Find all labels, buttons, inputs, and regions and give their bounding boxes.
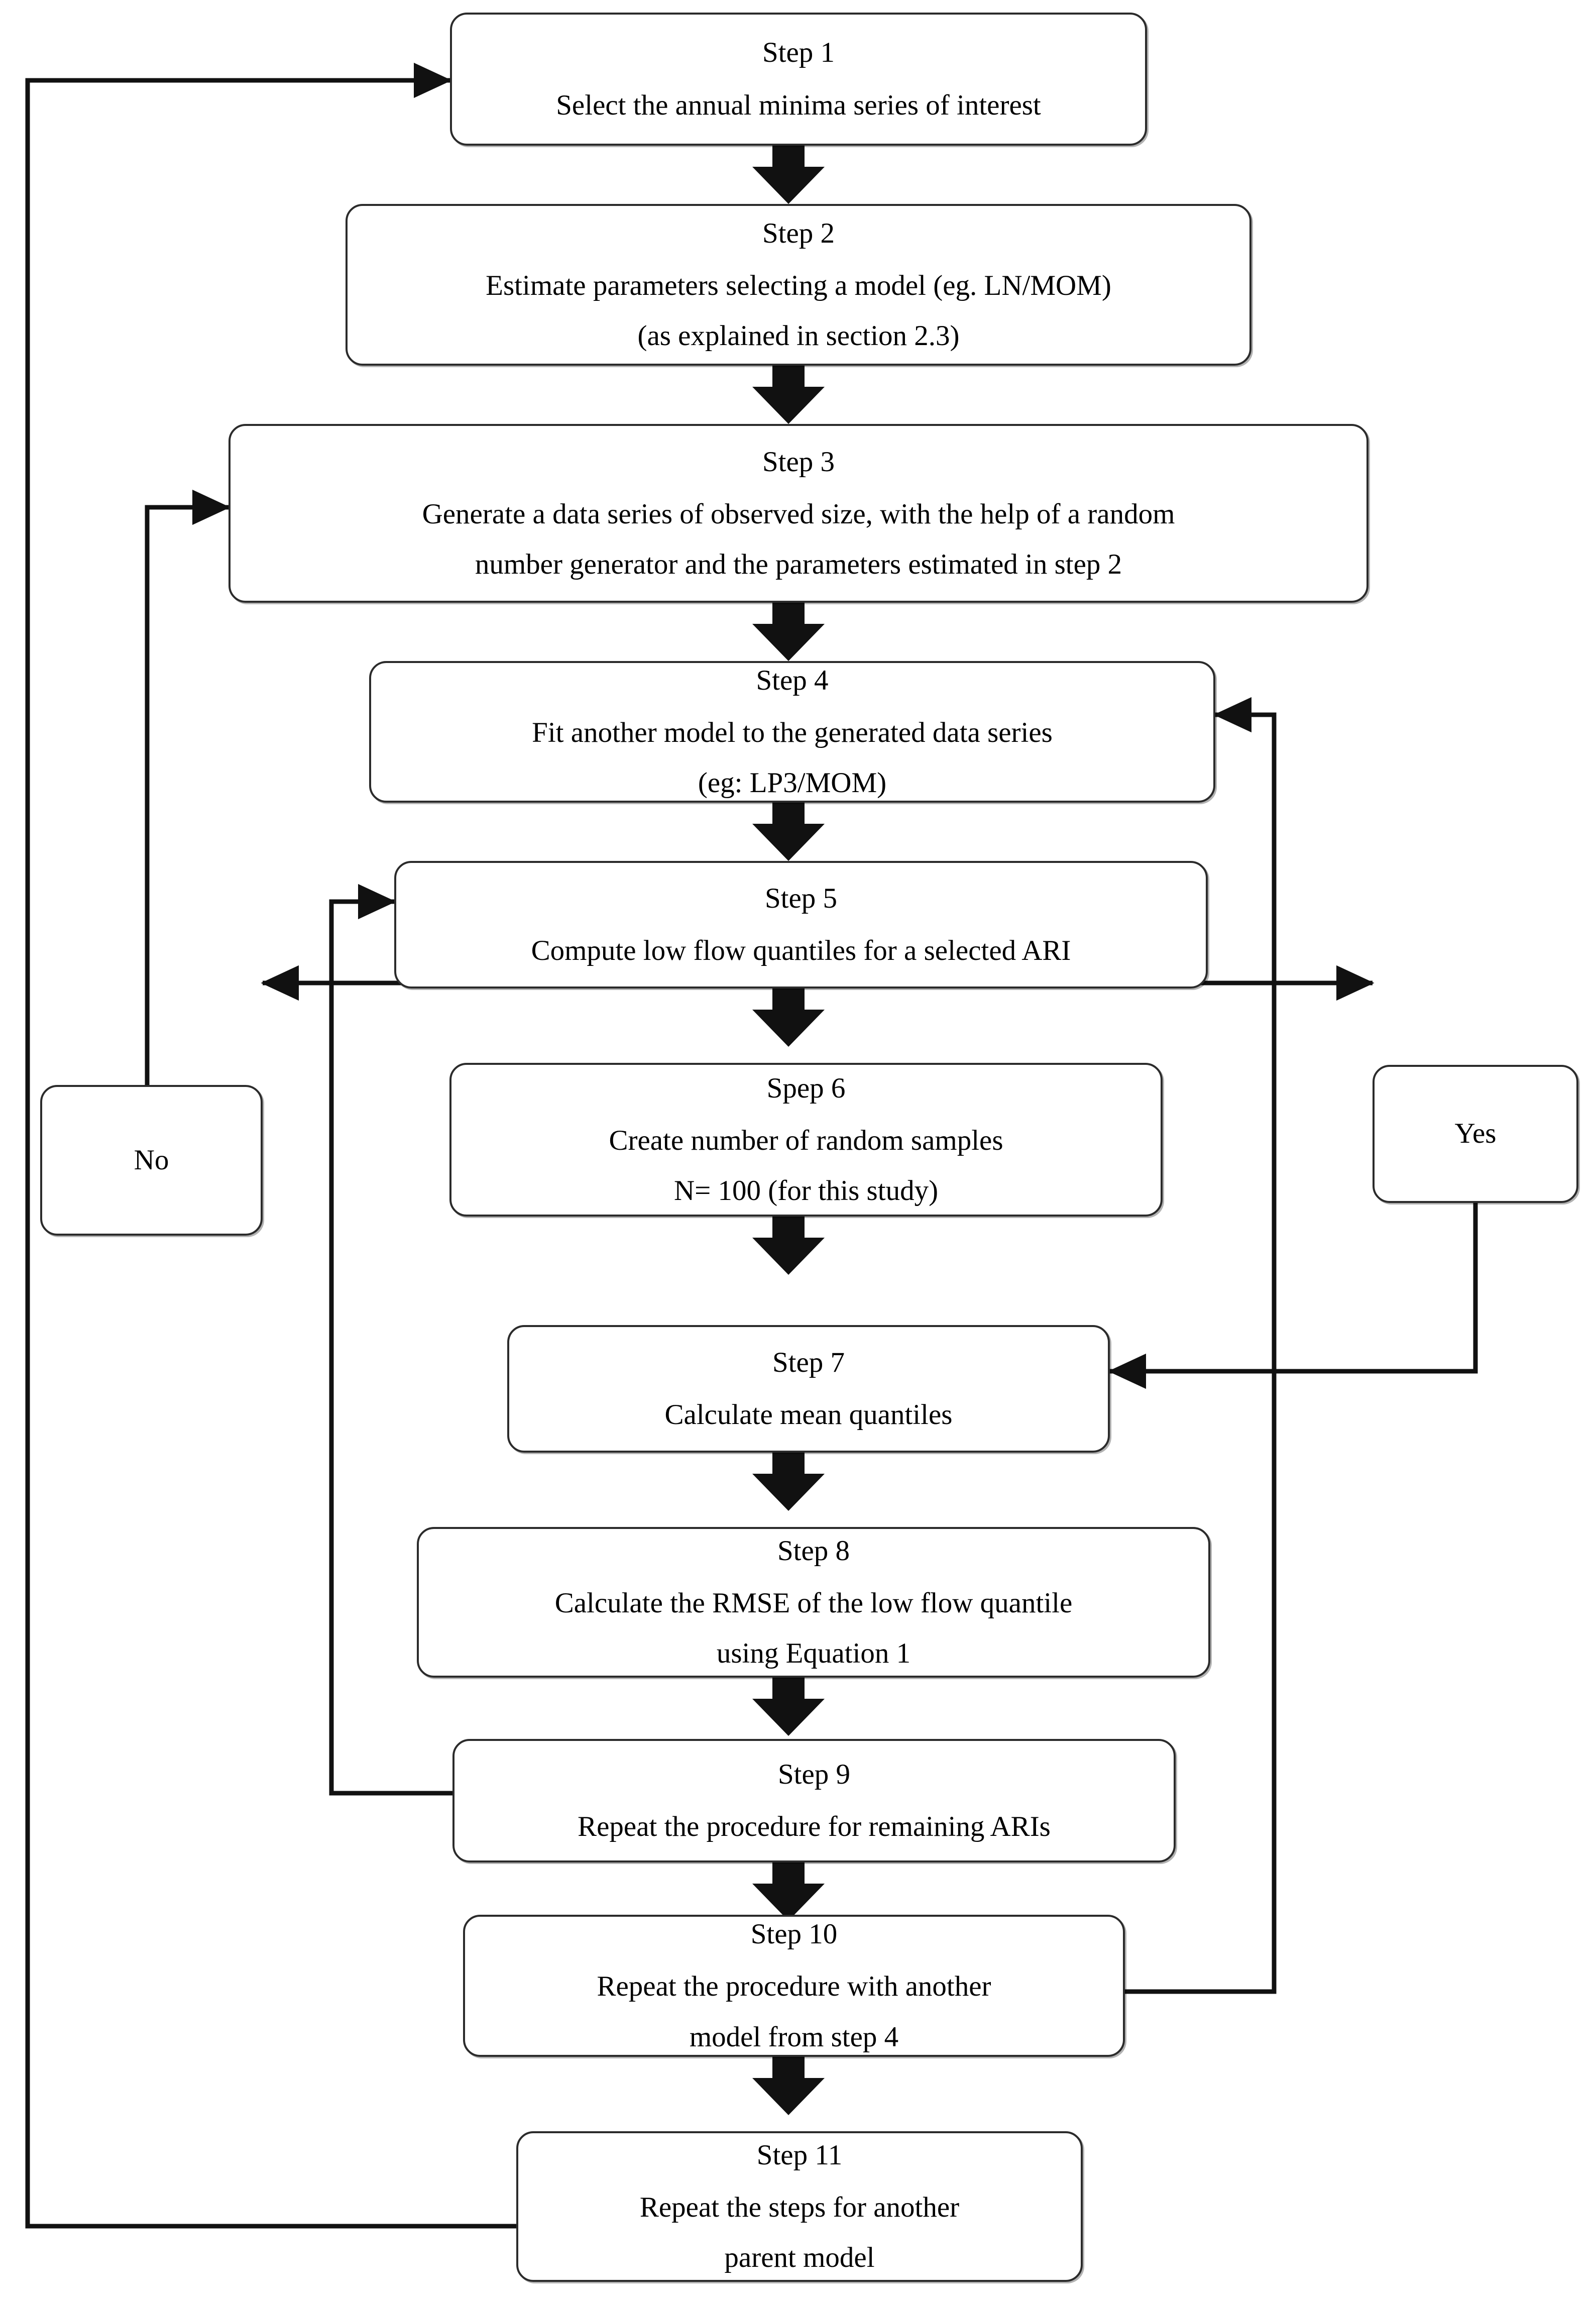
node-step7-line-1: Calculate mean quantiles [664, 1399, 953, 1431]
node-step1[interactable]: Step 1 Select the annual minima series o… [450, 13, 1147, 146]
node-step1-line-1: Select the annual minima series of inter… [556, 89, 1041, 121]
node-step5-line-1: Compute low flow quantiles for a selecte… [531, 935, 1071, 966]
node-step5-title: Step 5 [764, 882, 838, 914]
node-step2-title: Step 2 [762, 217, 835, 249]
node-step2-line-1: Estimate parameters selecting a model (e… [486, 269, 1111, 301]
node-step6-line-2: N= 100 (for this study) [673, 1175, 939, 1207]
node-step6-title: Spep 6 [766, 1072, 846, 1104]
block-arrow-step1-step2 [752, 146, 825, 204]
block-arrow-step2-step3 [752, 366, 825, 424]
node-step7-title: Step 7 [772, 1346, 845, 1378]
edge-no-to-step3 [145, 489, 231, 1088]
block-arrow-step9-step10 [752, 1862, 825, 1921]
node-step3-line-1: Generate a data series of observed size,… [422, 498, 1175, 530]
node-step8-line-1: Calculate the RMSE of the low flow quant… [554, 1587, 1073, 1619]
node-step1-title: Step 1 [762, 37, 835, 69]
node-step11-line-1: Repeat the steps for another [639, 2191, 960, 2223]
node-step4[interactable]: Step 4 Fit another model to the generate… [369, 661, 1215, 803]
node-step3-title: Step 3 [762, 446, 835, 478]
decision-yes[interactable]: Yes [1373, 1065, 1578, 1203]
decision-no[interactable]: No [40, 1085, 263, 1236]
node-step8[interactable]: Step 8 Calculate the RMSE of the low flo… [417, 1527, 1210, 1678]
block-arrow-step5-step6 [752, 989, 825, 1047]
node-step11-title: Step 11 [756, 2139, 843, 2171]
node-step8-title: Step 8 [777, 1534, 850, 1567]
node-step4-title: Step 4 [756, 664, 829, 696]
block-arrow-step6-step7 [752, 1217, 825, 1275]
node-step3[interactable]: Step 3 Generate a data series of observe… [229, 424, 1369, 603]
node-step11-line-2: parent model [724, 2242, 875, 2274]
node-step2-line-2: (as explained in section 2.3) [637, 320, 960, 352]
block-arrow-step7-step8 [752, 1453, 825, 1511]
block-arrow-step3-step4 [752, 603, 825, 661]
decision-no-label: No [134, 1144, 169, 1176]
node-step11[interactable]: Step 11 Repeat the steps for another par… [516, 2131, 1083, 2282]
node-step6[interactable]: Spep 6 Create number of random samples N… [449, 1063, 1163, 1217]
node-step7[interactable]: Step 7 Calculate mean quantiles [507, 1325, 1110, 1453]
decision-yes-label: Yes [1454, 1118, 1497, 1150]
node-step8-line-2: using Equation 1 [716, 1637, 911, 1670]
node-step10-title: Step 10 [750, 1918, 838, 1950]
node-step2[interactable]: Step 2 Estimate parameters selecting a m… [346, 204, 1251, 366]
node-step9[interactable]: Step 9 Repeat the procedure for remainin… [452, 1739, 1176, 1862]
node-step10[interactable]: Step 10 Repeat the procedure with anothe… [463, 1915, 1125, 2057]
block-arrow-step10-step11 [752, 2057, 825, 2115]
node-step9-title: Step 9 [777, 1758, 851, 1790]
node-step9-line-1: Repeat the procedure for remaining ARIs [578, 1811, 1051, 1842]
node-step3-line-2: number generator and the parameters esti… [475, 549, 1122, 581]
node-step4-line-2: (eg: LP3/MOM) [698, 767, 887, 799]
block-arrow-step4-step5 [752, 803, 825, 861]
node-step6-line-1: Create number of random samples [609, 1124, 1003, 1156]
node-step4-line-1: Fit another model to the generated data … [532, 716, 1053, 748]
node-step5[interactable]: Step 5 Compute low flow quantiles for a … [394, 861, 1208, 989]
block-arrow-step8-step9 [752, 1678, 825, 1736]
node-step10-line-1: Repeat the procedure with another [597, 1970, 991, 2003]
node-step10-line-2: model from step 4 [689, 2021, 899, 2053]
